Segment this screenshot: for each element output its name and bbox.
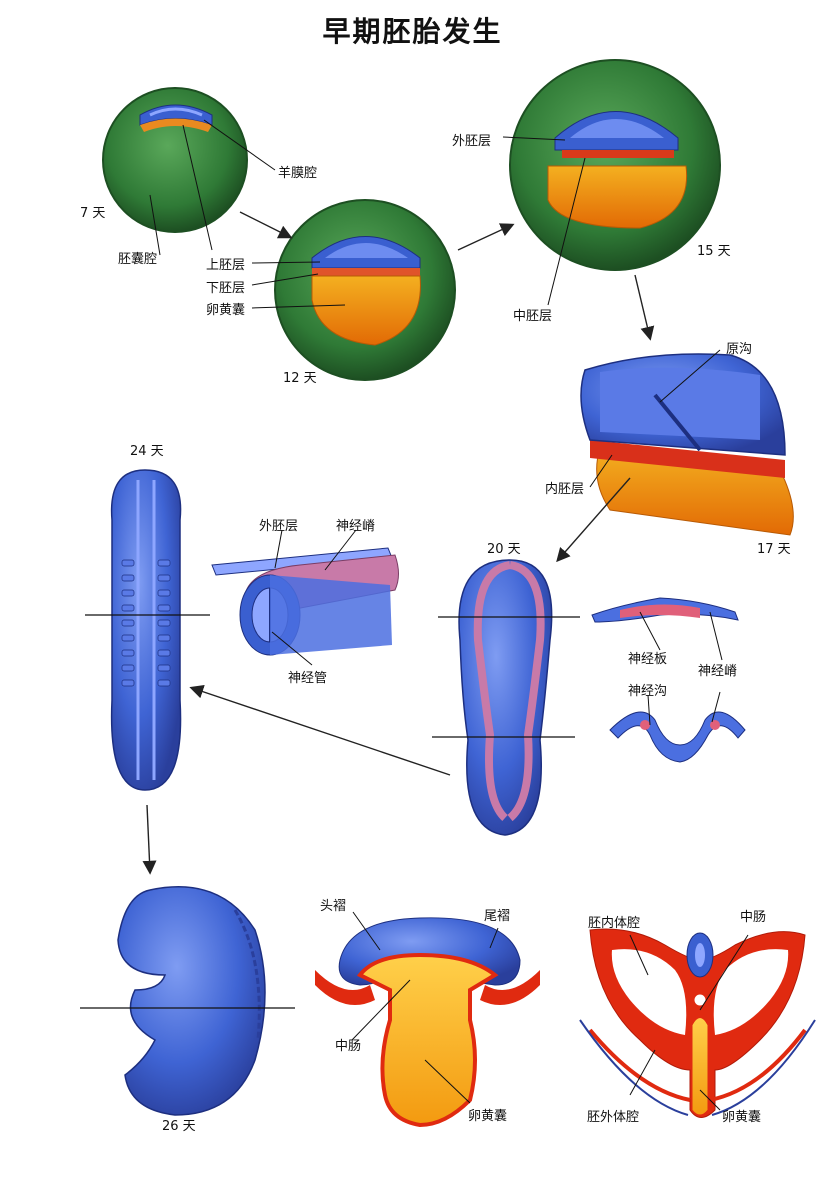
sequence-arrows <box>142 211 655 875</box>
label-neural-crest-20: 神经嵴 <box>698 664 738 679</box>
embryo-day20 <box>432 559 580 836</box>
label-primitive-streak: 原沟 <box>726 342 753 357</box>
day-label-26: 26 天 <box>162 1119 196 1134</box>
embryo-day24 <box>85 469 210 791</box>
embryo-day12 <box>274 199 456 381</box>
section-transverse <box>579 928 816 1118</box>
label-neural-plate: 神经板 <box>628 652 668 667</box>
label-endoderm: 内胚层 <box>545 482 585 497</box>
label-extraembryonic-coelom: 胚外体腔 <box>587 1110 640 1125</box>
label-ectoderm-15: 外胚层 <box>452 134 492 149</box>
label-yolk-sac-a: 卵黄囊 <box>468 1109 508 1124</box>
label-tail-fold: 尾褶 <box>484 909 511 924</box>
day-label-24: 24 天 <box>130 444 164 459</box>
section-neural-plate <box>591 597 739 623</box>
label-midgut-b: 中肠 <box>740 910 767 925</box>
label-neural-crest-24: 神经嵴 <box>336 519 376 534</box>
day-label-7: 7 天 <box>80 206 106 221</box>
embryo-day17 <box>580 353 794 536</box>
embryo-day26 <box>80 886 295 1116</box>
label-mesoderm: 中胚层 <box>513 309 553 324</box>
label-epiblast: 上胚层 <box>206 258 246 273</box>
label-hypoblast: 下胚层 <box>206 281 246 296</box>
label-amniotic-cavity: 羊膜腔 <box>278 166 318 181</box>
section-head-tail-fold <box>315 917 540 1128</box>
label-leader-lines <box>149 119 749 1111</box>
day-label-12: 12 天 <box>283 371 317 386</box>
section-neural-groove <box>609 711 746 763</box>
label-head-fold: 头褶 <box>320 899 347 914</box>
blastocyst-day7 <box>102 87 248 233</box>
section-neural-tube <box>211 547 399 656</box>
label-yolk-sac-b: 卵黄囊 <box>722 1110 762 1125</box>
embryo-day15 <box>509 59 721 271</box>
day-label-20: 20 天 <box>487 542 521 557</box>
label-blastocyst-cavity: 胚囊腔 <box>118 252 158 267</box>
label-neural-tube: 神经管 <box>288 671 328 686</box>
label-neural-groove: 神经沟 <box>628 684 668 699</box>
label-intraembryonic-coelom: 胚内体腔 <box>588 916 641 931</box>
page-title: 早期胚胎发生 <box>322 15 503 48</box>
label-yolk-sac-12: 卵黄囊 <box>206 303 246 318</box>
day-label-15: 15 天 <box>697 244 731 259</box>
label-midgut-a: 中肠 <box>335 1039 362 1054</box>
label-ectoderm-24: 外胚层 <box>259 519 299 534</box>
day-label-17: 17 天 <box>757 542 791 557</box>
